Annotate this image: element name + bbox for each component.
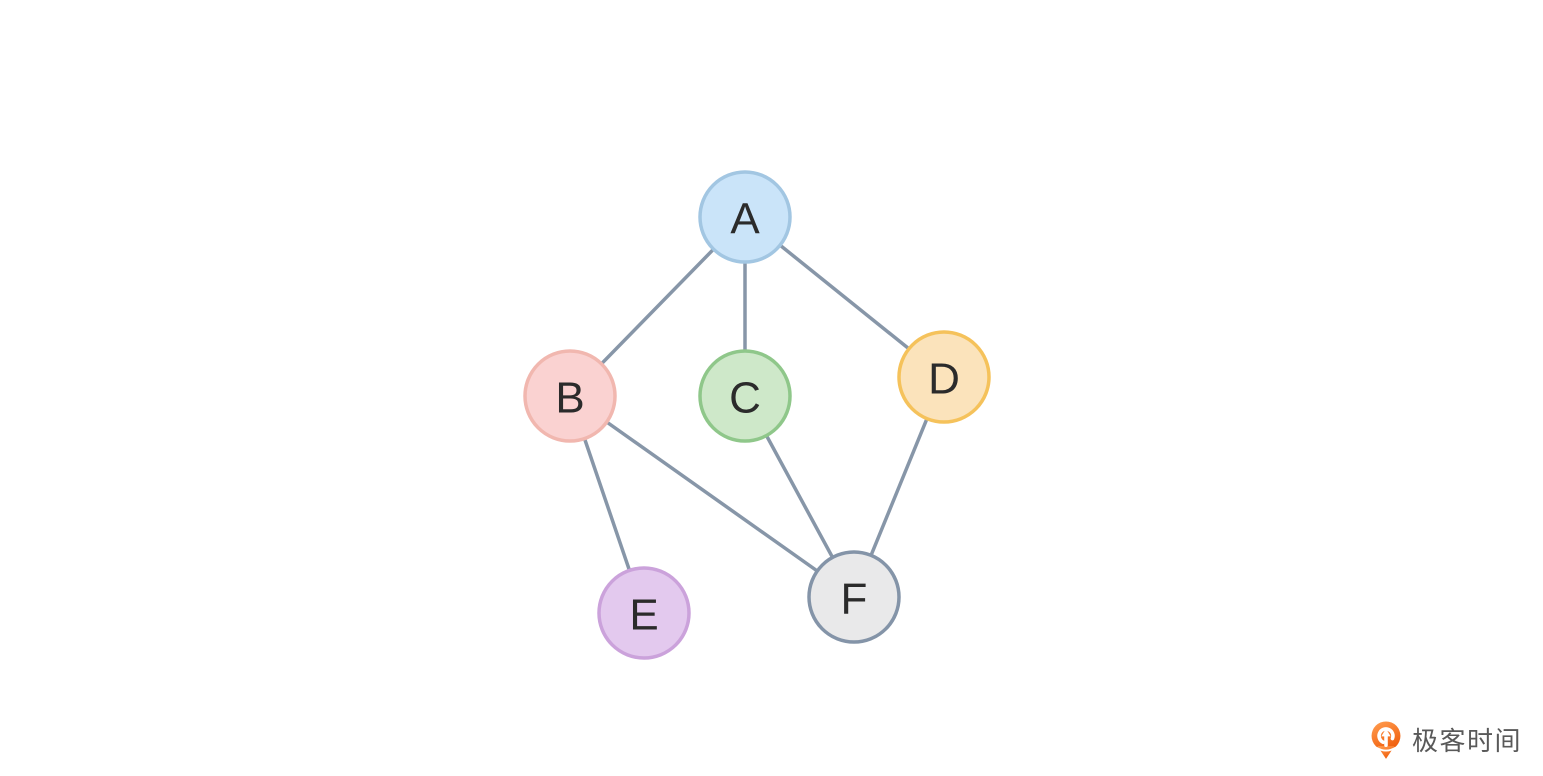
node-D-circle xyxy=(897,330,991,424)
node-F: F xyxy=(807,550,901,644)
edge-B-F xyxy=(568,394,856,599)
node-B: B xyxy=(523,349,617,443)
node-B-circle xyxy=(523,349,617,443)
node-C-circle xyxy=(698,349,792,443)
node-B-label: B xyxy=(555,374,584,423)
node-A: A xyxy=(698,170,792,264)
node-E: E xyxy=(597,566,691,660)
node-F-label: F xyxy=(841,575,868,624)
geektime-logo-icon xyxy=(1371,721,1401,759)
node-E-circle xyxy=(597,566,691,660)
node-A-circle xyxy=(698,170,792,264)
node-F-circle xyxy=(807,550,901,644)
node-A-label: A xyxy=(730,195,760,244)
node-D: D xyxy=(897,330,991,424)
node-C: C xyxy=(698,349,792,443)
node-C-label: C xyxy=(729,374,761,423)
brand-logo: 极客时间 xyxy=(1369,720,1522,762)
geektime-logo-text: 极客时间 xyxy=(1411,726,1522,756)
node-D-label: D xyxy=(928,355,960,404)
node-E-label: E xyxy=(629,591,658,640)
